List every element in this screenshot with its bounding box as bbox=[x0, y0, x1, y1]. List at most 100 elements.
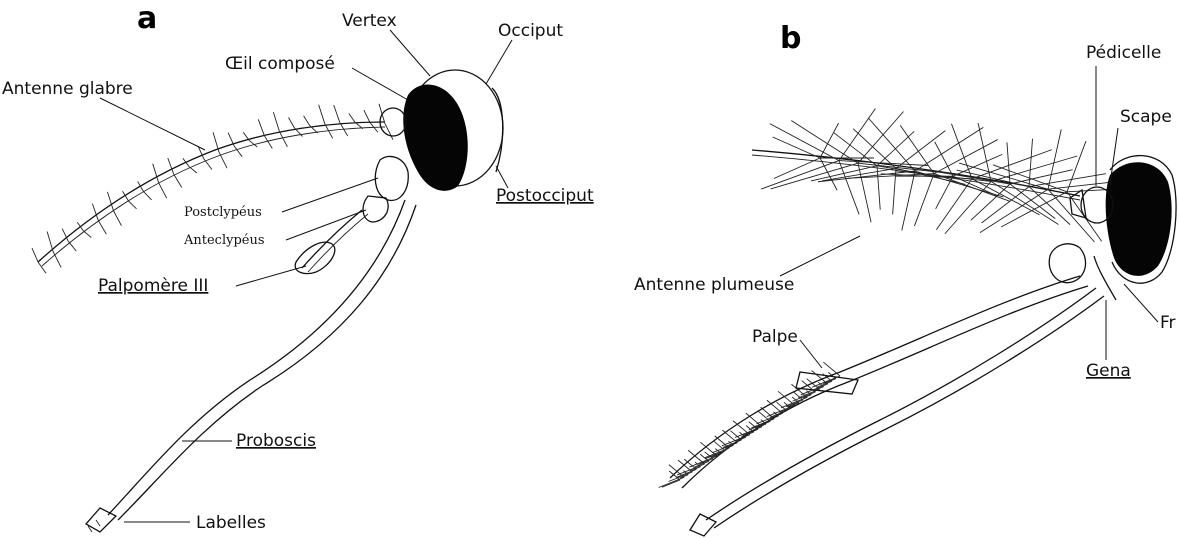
leader-palpomere bbox=[236, 266, 306, 286]
palp-a-2 bbox=[308, 214, 368, 272]
plumose-bristle bbox=[858, 112, 904, 164]
label-vertex: Vertex bbox=[342, 11, 397, 31]
leader-antenne-glabre bbox=[100, 98, 205, 150]
antenna-bristle bbox=[144, 192, 152, 200]
compound-eye-a bbox=[403, 85, 468, 191]
plumose-bristle bbox=[1067, 141, 1086, 192]
palp-hair bbox=[677, 464, 704, 475]
plumose-bristle bbox=[761, 161, 839, 190]
proboscis-b bbox=[706, 288, 1096, 520]
antenna-bristle bbox=[349, 113, 355, 122]
antenna-bristle bbox=[174, 174, 182, 187]
plumose-bristle bbox=[1029, 174, 1106, 187]
antenna-bristle bbox=[107, 192, 113, 211]
plumose-bristle bbox=[1001, 192, 1067, 227]
plumose-bristle bbox=[773, 137, 820, 158]
plumose-bristle bbox=[877, 131, 914, 165]
antenna-bristle bbox=[258, 119, 264, 135]
palp-hair bbox=[662, 480, 680, 487]
antenna-bristle bbox=[92, 204, 98, 221]
leader-occiput bbox=[486, 40, 512, 84]
antenna-bristle bbox=[183, 158, 189, 166]
antenna-bristle bbox=[47, 232, 53, 252]
antenna-bristle bbox=[385, 124, 393, 140]
panel-a-letter: a bbox=[137, 1, 157, 36]
palp-hair bbox=[723, 440, 742, 447]
plumose-bristle bbox=[972, 150, 1052, 179]
plumose-bristle bbox=[1010, 170, 1073, 184]
label-anteclypeus: Anteclypéus bbox=[183, 233, 265, 248]
palp-hair bbox=[798, 389, 819, 398]
palp-b bbox=[670, 276, 1080, 478]
label-occiput: Occiput bbox=[498, 21, 563, 41]
palpomere-segment bbox=[295, 242, 335, 273]
plumose-bristle bbox=[839, 161, 859, 215]
antenna-bristle bbox=[77, 222, 83, 230]
leader-oeil-compose bbox=[352, 68, 408, 100]
antenna-bristle bbox=[334, 105, 340, 122]
palp-hair bbox=[659, 477, 684, 487]
palp-hair bbox=[767, 405, 795, 416]
leader-postocciput bbox=[496, 166, 508, 188]
plumose-bristle bbox=[902, 171, 915, 231]
label-gena: Gena bbox=[1086, 361, 1131, 381]
label-postocciput: Postocciput bbox=[496, 186, 594, 206]
antenna-bristle bbox=[129, 201, 137, 209]
label-palpomere: Palpomère III bbox=[98, 276, 208, 296]
proboscis-a-2 bbox=[118, 205, 416, 520]
leader-antenne-plumeuse bbox=[780, 236, 860, 276]
clypeus-a bbox=[375, 156, 408, 200]
antenna-bristle bbox=[53, 251, 61, 267]
label-antenne-plumeuse: Antenne plumeuse bbox=[634, 275, 794, 295]
palp-hair bbox=[761, 407, 775, 418]
leader-anteclypeus bbox=[286, 210, 366, 240]
label-labelles: Labelles bbox=[196, 513, 266, 533]
antenna-bristle bbox=[304, 116, 310, 126]
labella-b bbox=[690, 514, 716, 536]
plumose-bristle bbox=[877, 166, 880, 210]
antenna-bristle bbox=[168, 158, 174, 174]
panel-b-letter: b bbox=[780, 21, 801, 56]
palp-hair bbox=[752, 419, 775, 428]
label-oeil-compose: Œil composé bbox=[225, 54, 335, 74]
antenna-bristle bbox=[98, 221, 106, 235]
anteclypeus-a bbox=[363, 196, 388, 222]
palp-b-2 bbox=[682, 286, 1088, 488]
antenna-bristle bbox=[243, 132, 249, 140]
palp-hair bbox=[823, 362, 840, 376]
antenna-bristle bbox=[288, 118, 294, 128]
plumose-bristle bbox=[774, 158, 820, 178]
panel-a: a Vertex Occiput Œil composé Antenn bbox=[2, 1, 594, 533]
antenna-bristle bbox=[264, 136, 272, 149]
antenna-bristle bbox=[189, 166, 197, 173]
palp-hairs bbox=[659, 362, 840, 487]
leader-palpe bbox=[800, 340, 822, 368]
compound-eye-b bbox=[1106, 162, 1172, 276]
panel-b: b Pédicelle Scape Antenne plumeuse Fr Pa bbox=[634, 21, 1176, 536]
antenna-bristle bbox=[113, 211, 121, 226]
plumose-bristle bbox=[936, 179, 972, 230]
antenna-bristle bbox=[279, 131, 287, 146]
plumose-bristle bbox=[896, 131, 945, 169]
label-antenne-glabre: Antenne glabre bbox=[2, 79, 133, 99]
palp-hair bbox=[722, 435, 750, 446]
antenna-bristle bbox=[234, 146, 242, 157]
plumose-bristle bbox=[915, 127, 983, 171]
antenna-bristle bbox=[159, 183, 167, 198]
antenna-bristle bbox=[273, 112, 279, 131]
clypeus-b bbox=[1049, 244, 1085, 283]
antenna-bristle bbox=[68, 241, 76, 251]
label-pedicelle: Pédicelle bbox=[1086, 43, 1161, 63]
palp-hair bbox=[735, 427, 762, 438]
label-postclypeus: Postclypéus bbox=[184, 205, 262, 220]
antenna-bristle bbox=[364, 110, 370, 122]
antenna-bristle bbox=[83, 231, 91, 238]
plumose-bristle bbox=[951, 124, 972, 179]
label-proboscis: Proboscis bbox=[236, 431, 316, 451]
palp-hair bbox=[713, 441, 725, 451]
plumose-bristle bbox=[839, 109, 875, 161]
plumose-bristle bbox=[914, 174, 934, 226]
antenna-bristle bbox=[32, 248, 38, 262]
plumose-bristle bbox=[936, 176, 953, 209]
